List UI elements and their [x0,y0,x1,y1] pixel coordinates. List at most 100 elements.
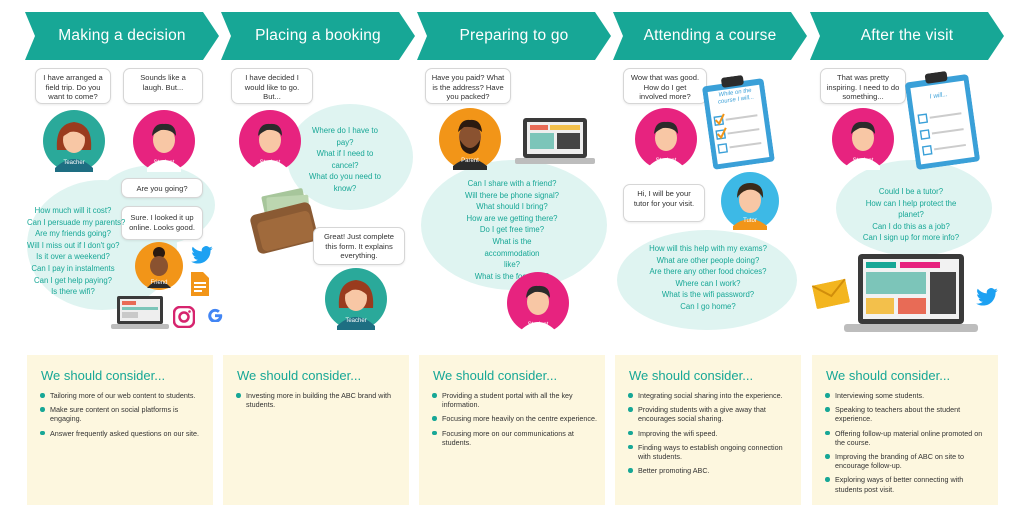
avatar-parent: Parent [439,108,501,172]
question: Can I persuade my parents? [27,217,126,227]
stage-placing-a-booking: Placing a booking I have decided I would… [221,0,415,520]
question-cloud [287,104,413,210]
consider-item: Investing more in building the ABC brand… [235,391,403,409]
consider-item: Providing a student portal with all the … [431,391,599,409]
question: Can I sign up for more info? [862,233,960,243]
stage-preparing-to-go: Preparing to go Have you paid? What is t… [417,0,611,520]
question-cloud [421,160,607,290]
tutor-avatar-icon [721,172,779,230]
consider-item: Improving the branding of ABC on site to… [824,452,992,470]
stage-attending-a-course: Attending a course Wow that was good. Ho… [613,0,807,520]
avatar-label: Student [852,158,874,164]
question: Can I share with a friend? [467,179,557,188]
consider-list: Interviewing some students. Speaking to … [824,391,992,499]
consider-item: Improving the wifi speed. [627,429,795,438]
student-avatar-icon [133,110,195,172]
question: How are we getting there? [466,213,558,223]
avatar-label: Student [259,160,281,166]
student-avatar-icon [507,272,569,334]
student-avatar-icon [635,108,697,170]
question-list: How will this help with my exams? What a… [633,243,783,313]
google-icon [208,308,223,322]
question: Can I do this as a job? [872,221,950,231]
consider-title: We should consider... [237,368,362,383]
clipboard: I will... [904,68,980,170]
question: Can I go home? [680,301,736,311]
avatar-label: Student [655,158,677,164]
question: Where do I have to pay? [312,126,378,147]
monitor-icon [844,254,978,332]
question: Do I get free time? [479,225,545,235]
consider-title: We should consider... [629,368,754,383]
consider-item: Finding ways to establish ongoing connec… [627,443,795,461]
question: Is it over a weekend? [36,252,110,262]
consider-item: Offering follow-up material online promo… [824,429,992,447]
consider-item: Focusing more on our communications at s… [431,429,599,447]
question: Are there any other food choices? [649,267,767,277]
consider-list: Providing a student portal with all the … [431,391,599,452]
teacher-avatar-icon [43,110,105,172]
consider-title: We should consider... [826,368,951,383]
question: Where can I work? [675,278,741,288]
avatar-student: Student [832,108,894,172]
speech-bubble: Wow that was good. How do I get involved… [623,68,707,104]
consider-list: Investing more in building the ABC brand… [235,391,403,414]
question: What is the wifi password? [661,290,755,300]
clipboard: While on the course I will... [701,72,775,170]
question: What if I need to cancel? [316,149,374,170]
speech-bubble: Sure. I looked it up online. Looks good. [121,206,203,240]
speech-bubble: Are you going? [121,178,203,198]
question-list: Can I share with a friend? Will there be… [453,178,571,282]
twitter-icon [191,246,213,264]
question: Are my friends going? [35,229,111,239]
speech-bubble: That was pretty inspiring. I need to do … [820,68,906,104]
consider-item: Interviewing some students. [824,391,992,400]
consider-item: Exploring ways of better connecting with… [824,475,992,494]
question: How will this help with my exams? [649,244,767,253]
speech-bubble: Have you paid? What is the address? Have… [425,68,511,104]
question: What should I bring? [476,202,548,212]
avatar-student: Student [133,110,195,174]
speech-bubble: Hi, I will be your tutor for your visit. [623,184,705,222]
avatar-student: Student [239,110,301,174]
question-cloud [617,230,797,330]
question: Is there wifi? [51,287,95,297]
consider-item: Speaking to teachers about the student e… [824,405,992,423]
question: Will I miss out if I don't go? [27,240,120,250]
laptop-icon [111,296,169,329]
question: What do you need to know? [309,172,381,193]
friend-avatar-icon [135,242,183,290]
avatar-student: Student [507,272,569,336]
question: What is the accommodation like? [484,236,540,270]
consider-box: We should consider... Interviewing some … [812,355,998,505]
avatar-label: Student [527,322,549,328]
question: How can I help protect the planet? [865,198,957,220]
document-icon [191,272,209,296]
question: Can I pay in instalments [31,263,115,273]
consider-box: We should consider... Tailoring more of … [27,355,213,505]
avatar-tutor: Tutor [721,172,779,232]
clipboard-icon [702,75,775,170]
speech-bubble: I have decided I would like to go. But..… [231,68,313,104]
avatar-label: Teacher [345,318,367,324]
consider-box: We should consider... Integrating social… [615,355,801,505]
question-list: Could I be a tutor? How can I help prote… [846,186,976,244]
consider-box: We should consider... Providing a studen… [419,355,605,505]
question: Could I be a tutor? [878,187,944,196]
avatar-friend: Friend [135,242,183,292]
question: What is the food like? [474,271,550,281]
consider-item: Focusing more heavily on the centre expe… [431,414,599,423]
consider-item: Better promoting ABC. [627,466,795,475]
teacher-avatar-icon [325,268,387,330]
stage-header: After the visit [810,12,1004,60]
consider-list: Tailoring more of our web content to stu… [39,391,207,443]
speech-bubble: I have arranged a field trip. Do you wan… [35,68,111,104]
speech-bubble: Great! Just complete this form. It expla… [313,227,405,265]
clipboard-icon [905,71,980,170]
wallet-icon [250,188,318,254]
consider-box: We should consider... Investing more in … [223,355,409,505]
avatar-teacher: Teacher [325,268,387,332]
avatar-teacher: Teacher [43,110,105,174]
envelope-icon [811,278,850,309]
avatar-label: Friend [150,280,168,286]
